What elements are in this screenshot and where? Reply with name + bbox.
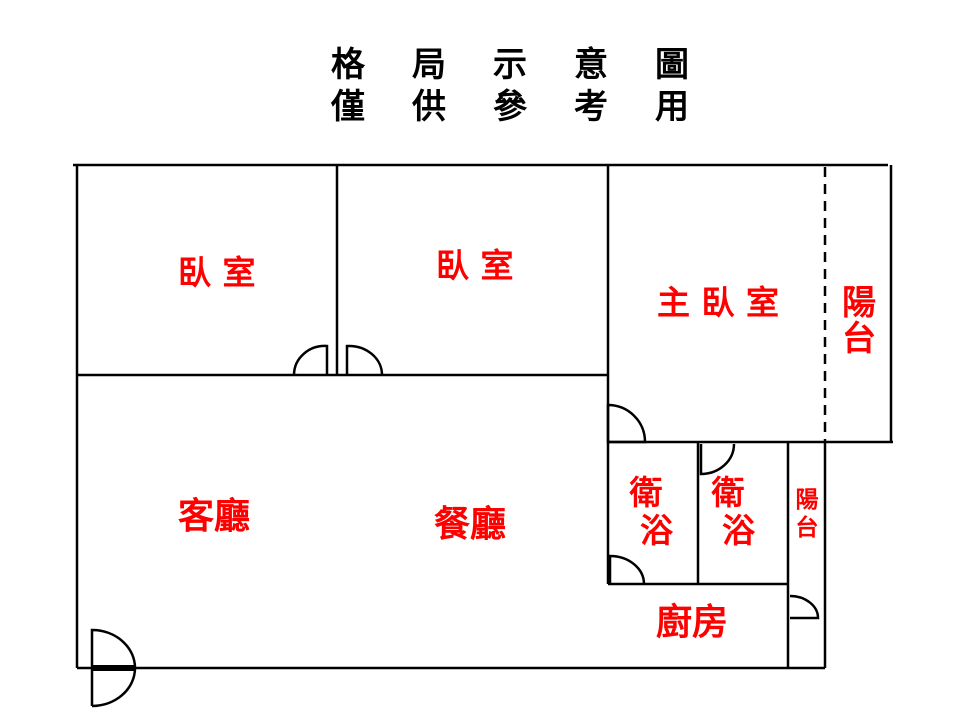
label-dining-room: 餐廳 <box>434 504 507 545</box>
balcony-char: 陽 <box>795 487 819 513</box>
door-entrance <box>90 628 137 708</box>
balcony-char: 台 <box>795 514 819 541</box>
title-char: 參 <box>493 87 527 127</box>
bath-char: 衛 <box>629 473 663 512</box>
title-char: 圖 <box>655 45 689 85</box>
title-char: 示 <box>493 45 527 85</box>
bath-char: 浴 <box>722 510 755 550</box>
title-char: 用 <box>655 87 689 127</box>
title-char: 意 <box>574 45 608 85</box>
label-bathroom-left: 衛 浴 <box>626 473 674 550</box>
title-char: 僅 <box>331 87 365 127</box>
door-bedroom-left <box>292 344 329 376</box>
title-char: 局 <box>412 45 446 85</box>
bath-char: 衛 <box>711 473 745 512</box>
door-bedroom-middle <box>345 344 384 376</box>
label-bedroom-left: 臥 室 <box>178 253 256 292</box>
door-bathroom-right <box>699 443 736 476</box>
balcony-char: 台 <box>842 318 876 359</box>
label-bedroom-middle: 臥 室 <box>436 246 514 285</box>
title-char: 考 <box>574 87 608 127</box>
door-bathroom-left <box>608 554 646 585</box>
door-master-bedroom <box>606 403 647 444</box>
label-balcony-top: 陽 台 <box>840 283 878 359</box>
label-kitchen: 廚房 <box>656 602 729 643</box>
title-char: 供 <box>412 87 446 127</box>
door-small-balcony <box>789 594 820 620</box>
bath-char: 浴 <box>640 510 673 550</box>
label-master-bedroom: 主 臥 室 <box>657 283 779 322</box>
balcony-char: 陽 <box>842 283 876 323</box>
label-bathroom-right: 衛 浴 <box>708 473 756 550</box>
title-char: 格 <box>331 45 365 85</box>
title-line-1: 格 局 示 意 圖 <box>330 48 690 82</box>
label-living-room: 客廳 <box>178 496 251 537</box>
label-balcony-small: 陽 台 <box>792 487 822 542</box>
title-line-2: 僅 供 參 考 用 <box>330 90 690 124</box>
